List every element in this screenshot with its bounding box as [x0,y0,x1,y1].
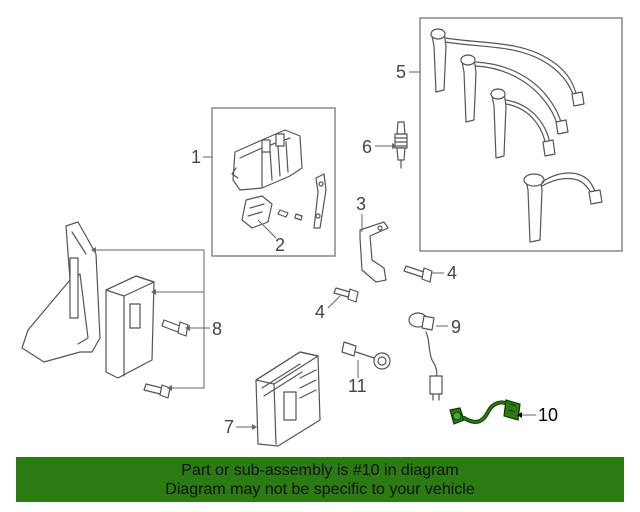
bolt-right [403,265,433,283]
powertrain-control-module [105,275,155,379]
ignition-coil-group [211,107,336,257]
banner-line-1: Part or sub-assembly is #10 in diagram [181,462,459,479]
callout-10: 10 [538,405,558,425]
banner-line-2: Diagram may not be specific to your vehi… [165,481,475,498]
callout-4-right: 4 [447,263,457,283]
pcm-mounting-bracket [21,221,101,363]
spark-plug [394,121,408,169]
bolt-8-lower [143,383,171,399]
spark-plug-wires-group [419,17,623,252]
callout-1: 1 [191,147,201,167]
callout-6: 6 [362,137,372,157]
spark-plug-wires-box [419,17,623,252]
sensor-11 [341,341,391,370]
callout-3: 3 [356,194,366,214]
engine-control-module [255,351,321,447]
callout-11: 11 [348,376,367,396]
oxygen-sensor-9 [408,312,443,401]
callout-5: 5 [396,62,406,82]
parts-diagram: 1 2 5 6 [21,17,623,447]
callout-2: 2 [275,235,285,255]
oxygen-sensor-10-highlighted[interactable] [449,399,521,425]
callout-9: 9 [451,317,461,337]
callout-4-left: 4 [315,302,325,322]
bolt-left [333,287,359,303]
callout-8: 8 [212,319,222,339]
fitment-notice-banner: Part or sub-assembly is #10 in diagram D… [16,457,624,502]
callout-7: 7 [224,417,234,437]
mounting-bracket [359,221,389,283]
bolt-8-upper [161,319,189,337]
